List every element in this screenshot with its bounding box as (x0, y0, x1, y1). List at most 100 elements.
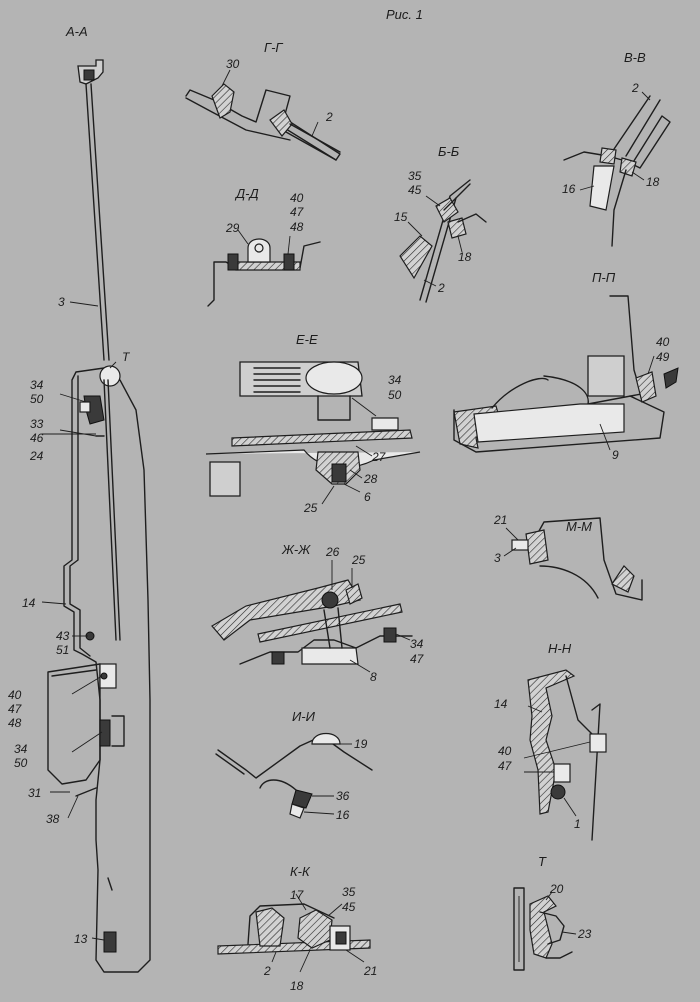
drum-axle (317, 395, 351, 421)
knob-ee (209, 461, 241, 497)
nut-27 (371, 417, 399, 431)
callout-ii-16: 16 (336, 808, 350, 822)
section-kk: К-К 17 35 45 2 18 21 (217, 864, 377, 993)
callout-mm-3: 3 (494, 551, 501, 565)
callout-aa-43: 43 (56, 629, 70, 643)
regulator-rail (103, 379, 121, 641)
callout-nn-14: 14 (494, 697, 508, 711)
clip-zhzh-right (383, 627, 397, 643)
callout-aa-3: 3 (58, 295, 65, 309)
clip-19 (311, 732, 341, 745)
panel-ee (231, 429, 413, 447)
section-title-pp: П-П (592, 270, 616, 285)
callout-aa-38: 38 (46, 812, 60, 826)
callout-vv-18: 18 (646, 175, 660, 189)
regulator-16 (589, 165, 615, 211)
glass-edge-3 (511, 539, 529, 551)
nut-dd-left (227, 253, 239, 271)
channel-vv (631, 115, 671, 169)
section-title-nn: Н-Н (548, 641, 572, 656)
inner-panel-14 (63, 367, 151, 973)
bolt-47 (100, 672, 108, 680)
callout-kk-45: 45 (342, 900, 356, 914)
callout-zhzh-25: 25 (351, 553, 366, 567)
callout-ee-25: 25 (303, 501, 318, 515)
panel-mm-inner (539, 565, 599, 599)
glass-2-gg (285, 123, 341, 161)
clip-13 (103, 931, 117, 953)
callout-ii-36: 36 (336, 789, 350, 803)
callout-kk-21: 21 (363, 964, 377, 978)
section-ii: И-И 19 36 16 (215, 709, 373, 822)
section-bb: Б-Б 35 45 15 18 2 (394, 144, 487, 303)
panel-mm (533, 517, 643, 601)
callout-mm-21: 21 (493, 513, 507, 527)
callout-aa-34b: 34 (14, 742, 28, 756)
armrest-zhzh (211, 579, 361, 641)
callout-gg-2: 2 (325, 110, 333, 124)
nut-40 (589, 733, 607, 753)
callout-nn-40: 40 (498, 744, 512, 758)
callout-dd-29: 29 (225, 221, 240, 235)
callout-aa-46: 46 (30, 431, 44, 445)
panel-nn (565, 675, 597, 739)
seal-25 (345, 583, 363, 605)
screw-25 (331, 463, 347, 483)
callout-aa-31: 31 (28, 786, 41, 800)
panel-ii (217, 735, 373, 779)
clip-zhzh-left (271, 651, 285, 665)
section-mm: М-М 21 3 (493, 513, 643, 601)
panel-flange (69, 375, 91, 657)
panel-t (545, 951, 573, 959)
callout-ii-19: 19 (354, 737, 368, 751)
door-inner-nn (591, 703, 601, 841)
top-clip (83, 69, 95, 81)
callout-bb-18: 18 (458, 250, 472, 264)
clip-35 (435, 197, 459, 223)
clip-pp-right (635, 371, 657, 403)
callout-pp-40: 40 (656, 335, 670, 349)
section-title-bb: Б-Б (438, 144, 460, 159)
drum-cable-coil (253, 367, 301, 393)
drum-wheel (305, 361, 363, 395)
clip-lower (107, 877, 113, 891)
section-title-ii: И-И (292, 709, 316, 724)
callout-t-20: 20 (549, 882, 564, 896)
figure-title: Рис. 1 (386, 7, 423, 22)
callout-zhzh-47: 47 (410, 652, 425, 666)
callout-aa-33: 33 (30, 417, 44, 431)
stud-zhzh (323, 607, 343, 649)
section-vv: В-В 2 16 18 (562, 50, 671, 247)
callout-zhzh-26: 26 (325, 545, 340, 559)
nut-dd-right (283, 253, 295, 271)
callout-aa-47: 47 (8, 702, 23, 716)
bracket-8 (301, 647, 359, 665)
section-pp: П-П 40 49 9 (453, 270, 679, 462)
frame-kk (247, 903, 335, 945)
callout-t-23: 23 (577, 927, 592, 941)
callout-ee-28: 28 (363, 472, 378, 486)
callout-pp-49: 49 (656, 350, 670, 364)
callout-bb-35: 35 (408, 169, 422, 183)
panel-ii-lower (215, 753, 245, 775)
callout-ee-34: 34 (388, 373, 402, 387)
section-t: Т 20 23 (513, 854, 592, 971)
stop-pp (663, 367, 679, 389)
callout-aa-50: 50 (30, 392, 44, 406)
callout-dd-40: 40 (290, 191, 304, 205)
callout-aa-40: 40 (8, 688, 22, 702)
callout-nn-1: 1 (574, 817, 581, 831)
callout-gg-30: 30 (226, 57, 240, 71)
handle-9 (453, 395, 665, 453)
callout-aa-13: 13 (74, 932, 88, 946)
callout-dd-47: 47 (290, 205, 305, 219)
nut-26 (321, 591, 339, 609)
cable-bb (457, 213, 487, 223)
fastener-36 (291, 789, 313, 809)
callout-aa-t: Т (122, 350, 131, 364)
callout-ee-27: 27 (371, 450, 387, 464)
handle-grip (491, 375, 653, 409)
escutcheon-pp (473, 403, 625, 443)
section-title-zhzh: Ж-Ж (281, 542, 311, 557)
